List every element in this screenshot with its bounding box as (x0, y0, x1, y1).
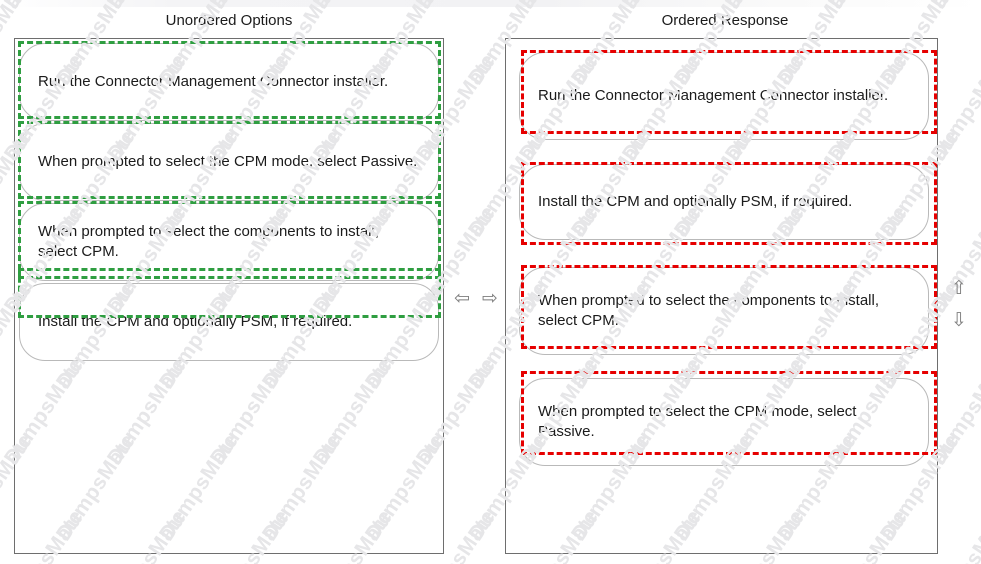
option-text: Run the Connector Management Connector i… (538, 87, 889, 104)
list-item[interactable]: Install the CPM and optionally PSM, if r… (19, 283, 439, 361)
unordered-options-panel: Run the Connector Management Connector i… (14, 38, 444, 554)
list-item[interactable]: When prompted to select the components t… (19, 203, 439, 281)
ordered-response-panel: Run the Connector Management Connector i… (505, 38, 938, 554)
option-text: When prompted to select the CPM mode, se… (538, 403, 857, 440)
list-item[interactable]: Run the Connector Management Connector i… (19, 43, 439, 121)
list-item[interactable]: Run the Connector Management Connector i… (519, 52, 929, 140)
option-text: Install the CPM and optionally PSM, if r… (538, 193, 853, 210)
option-text: When prompted to select the CPM mode, se… (38, 153, 418, 170)
list-item[interactable]: When prompted to select the CPM mode, se… (519, 378, 929, 466)
move-up-arrow-icon[interactable]: ⇧ (951, 277, 967, 299)
option-text: Install the CPM and optionally PSM, if r… (38, 313, 353, 330)
list-item[interactable]: When prompted to select the CPM mode, se… (19, 123, 439, 201)
horizontal-move-controls: ⇦ ⇨ (452, 288, 500, 308)
move-left-arrow-icon[interactable]: ⇦ (454, 287, 470, 309)
move-down-arrow-icon[interactable]: ⇩ (951, 309, 967, 331)
option-text: When prompted to select the components t… (38, 223, 380, 260)
list-item[interactable]: When prompted to select the components t… (519, 267, 929, 355)
option-text: Run the Connector Management Connector i… (38, 73, 389, 90)
move-right-arrow-icon[interactable]: ⇨ (482, 287, 498, 309)
vertical-move-controls: ⇧ ⇩ (948, 278, 970, 330)
top-edge-strip (0, 0, 981, 7)
ordered-response-heading: Ordered Response (661, 12, 789, 29)
unordered-options-heading: Unordered Options (165, 12, 293, 29)
option-text: When prompted to select the components t… (538, 292, 880, 329)
list-item[interactable]: Install the CPM and optionally PSM, if r… (519, 164, 929, 240)
